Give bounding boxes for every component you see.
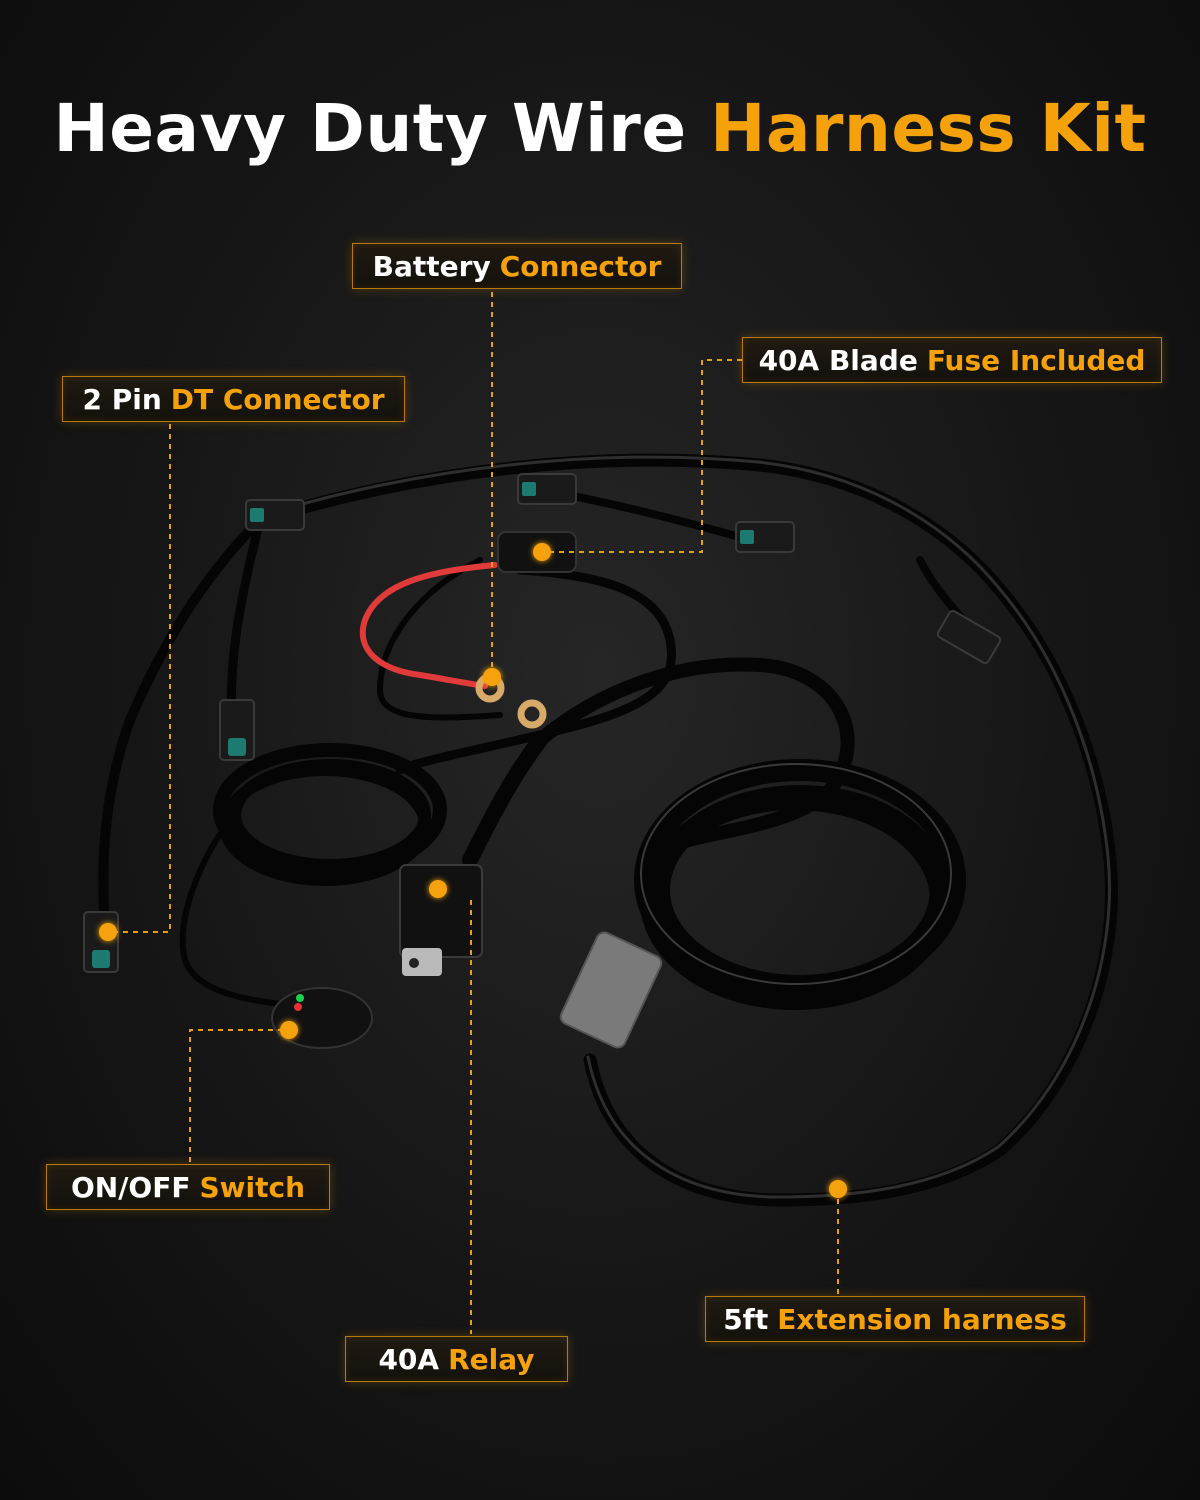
red-positive-wire	[359, 562, 498, 689]
relay-icon	[399, 864, 483, 976]
callout-relay-main: 40A	[378, 1342, 440, 1376]
callout-markers	[99, 543, 847, 1198]
callout-dt-accent: DT Connector	[170, 382, 385, 416]
callout-extension-main: 5ft	[723, 1302, 769, 1336]
callout-battery-main: Battery	[372, 249, 491, 283]
callout-leaders	[108, 292, 839, 1334]
title-accent: Harness Kit	[710, 90, 1147, 168]
title-main: Heavy Duty Wire	[53, 90, 687, 168]
wire-loom	[98, 453, 1119, 1207]
callout-fuse-main: 40A Blade	[758, 343, 918, 377]
page-title: Heavy Duty Wire Harness Kit	[0, 90, 1200, 167]
callout-extension-accent: Extension harness	[777, 1302, 1067, 1336]
callout-dt-main: 2 Pin	[82, 382, 162, 416]
callout-switch-accent: Switch	[199, 1170, 306, 1204]
callout-switch-main: ON/OFF	[70, 1170, 191, 1204]
callout-battery-accent: Connector	[499, 249, 662, 283]
switch-icon	[271, 987, 373, 1049]
callout-fuse-accent: Fuse Included	[926, 343, 1146, 377]
extension-connector-icon	[559, 931, 663, 1049]
callout-relay-accent: Relay	[448, 1342, 535, 1376]
